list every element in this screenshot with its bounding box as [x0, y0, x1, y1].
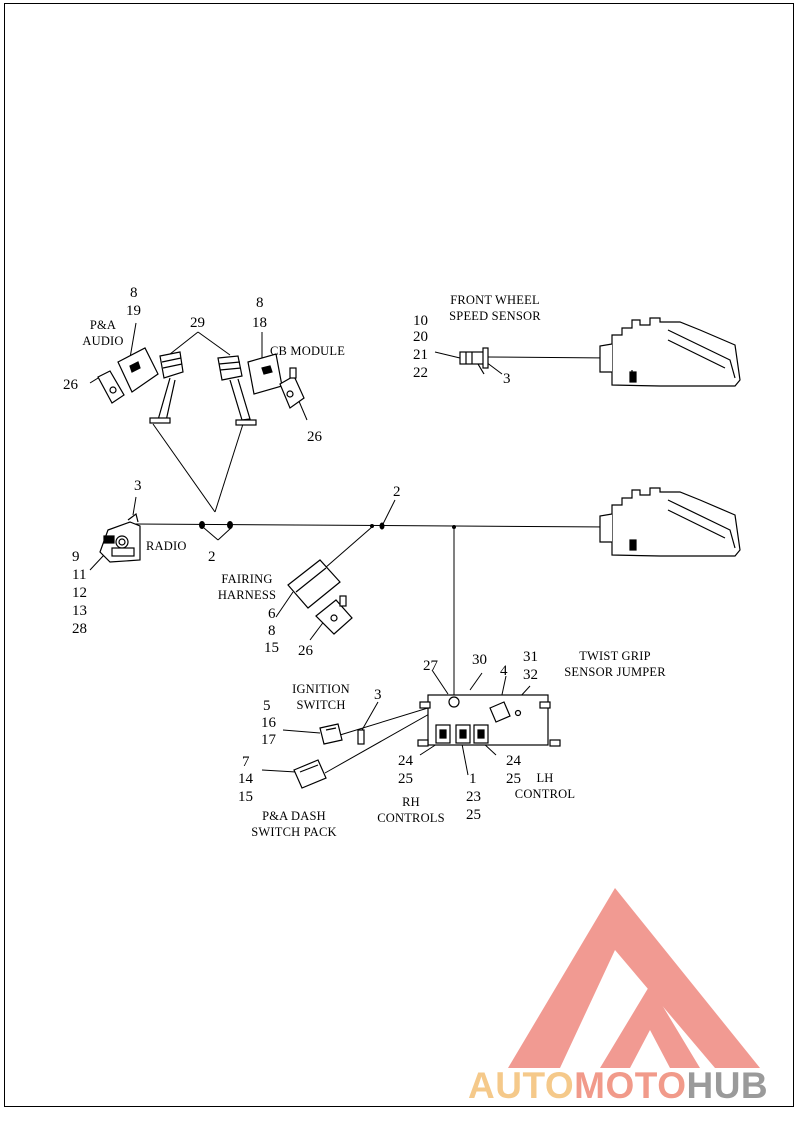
callout-number: 23 [466, 789, 481, 805]
callout-number: 25 [466, 807, 481, 823]
watermark-text: AUTOMOTOHUB [468, 1066, 768, 1106]
sensor-wire [486, 356, 611, 359]
callout-number: 26 [307, 429, 322, 445]
callout-number: 17 [261, 732, 276, 748]
callout-number: 10 [413, 313, 428, 329]
callout-number: 11 [72, 567, 87, 583]
callout-number: 32 [523, 667, 538, 683]
callout-number: 8 [130, 285, 138, 301]
callout-number: 29 [190, 315, 205, 331]
control-block-icon [417, 694, 561, 747]
callout-number: 15 [238, 789, 253, 805]
fork-bracket-icon [599, 317, 741, 387]
callout-number: 2 [393, 484, 401, 500]
callout-number: 31 [523, 649, 538, 665]
callout-number: 6 [268, 606, 276, 622]
radio-icon [99, 512, 141, 563]
callout-number: 26 [298, 643, 313, 659]
callout-number: 3 [503, 371, 511, 387]
callout-number: 25 [398, 771, 413, 787]
callout-number: 3 [374, 687, 382, 703]
callout-number: 22 [413, 365, 428, 381]
callout-number: 13 [72, 603, 87, 619]
watermark-auto: AUTO [468, 1065, 575, 1106]
callout-number: 27 [423, 658, 438, 674]
fork-bracket-icon [599, 487, 741, 557]
speed-sensor-icon [459, 347, 489, 375]
ignition-switch-connector-icon [319, 723, 365, 745]
callout-number: 18 [252, 315, 267, 331]
callout-number: 24 [398, 753, 413, 769]
callout-number: 28 [72, 621, 87, 637]
seal-plug-icon [149, 351, 257, 426]
callout-number: 4 [500, 663, 508, 679]
callout-number: 20 [413, 329, 428, 345]
pa-audio-connector-icon [97, 347, 159, 404]
callout-number: 21 [413, 347, 428, 363]
cb-module-connector-icon [247, 353, 305, 409]
callout-number: 26 [63, 377, 78, 393]
callout-number: 15 [264, 640, 279, 656]
callout-number: 30 [472, 652, 487, 668]
fairing-branch-wire [324, 526, 373, 569]
callout-number: 5 [263, 698, 271, 714]
page-border [4, 3, 794, 1107]
callout-number: 9 [72, 549, 80, 565]
callout-number: 1 [469, 771, 477, 787]
callout-number: 3 [134, 478, 142, 494]
watermark-hub: HUB [686, 1065, 769, 1106]
callout-number: 19 [126, 303, 141, 319]
callout-number: 7 [242, 754, 250, 770]
cb-branch-wire [214, 423, 244, 513]
watermark-logo-icon [508, 888, 760, 1068]
callout-number: 12 [72, 585, 87, 601]
harness-connector-icon [199, 521, 456, 530]
callout-number: 8 [256, 295, 264, 311]
callout-number: 14 [238, 771, 253, 787]
audio-branch-wire [152, 423, 216, 513]
dash-switch-pack-connector-icon [293, 759, 327, 789]
watermark-moto: MOTO [574, 1065, 687, 1106]
callout-number: 8 [268, 623, 276, 639]
radio-label: RADIO [146, 539, 187, 553]
cb-module-label: CB MODULE [270, 344, 346, 358]
callout-number: 24 [506, 753, 521, 769]
callout-number: 25 [506, 771, 521, 787]
callout-number: 2 [208, 549, 216, 565]
fairing-harness-connector-icon [287, 559, 353, 635]
callout-number: 16 [261, 715, 276, 731]
